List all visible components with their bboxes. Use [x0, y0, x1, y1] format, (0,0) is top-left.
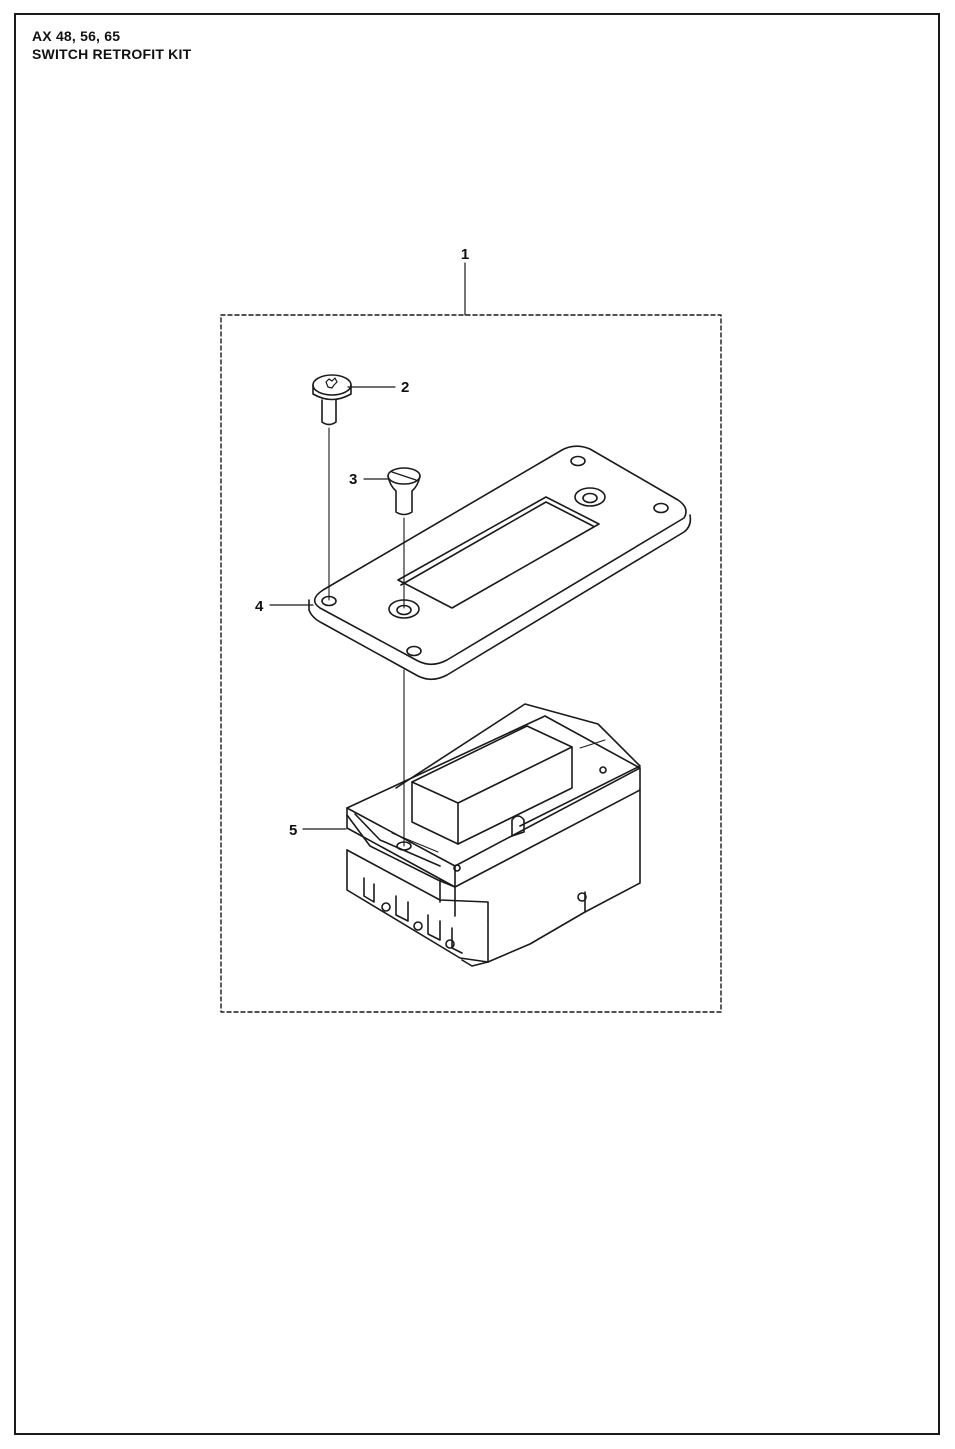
- page-frame: [14, 13, 940, 1435]
- screw-torx: [312, 374, 352, 426]
- kit-title: SWITCH RETROFIT KIT: [32, 46, 192, 62]
- switch-unit: [346, 703, 641, 967]
- callout-2: 2: [401, 379, 409, 396]
- kit-boundary: [220, 314, 722, 1013]
- callout-3: 3: [349, 471, 357, 488]
- callout-5: 5: [289, 822, 297, 839]
- callout-4: 4: [255, 598, 264, 615]
- callout-1: 1: [461, 246, 469, 263]
- screw-slotted: [387, 467, 421, 516]
- model-title: AX 48, 56, 65: [32, 28, 121, 44]
- mounting-plate: [308, 445, 692, 681]
